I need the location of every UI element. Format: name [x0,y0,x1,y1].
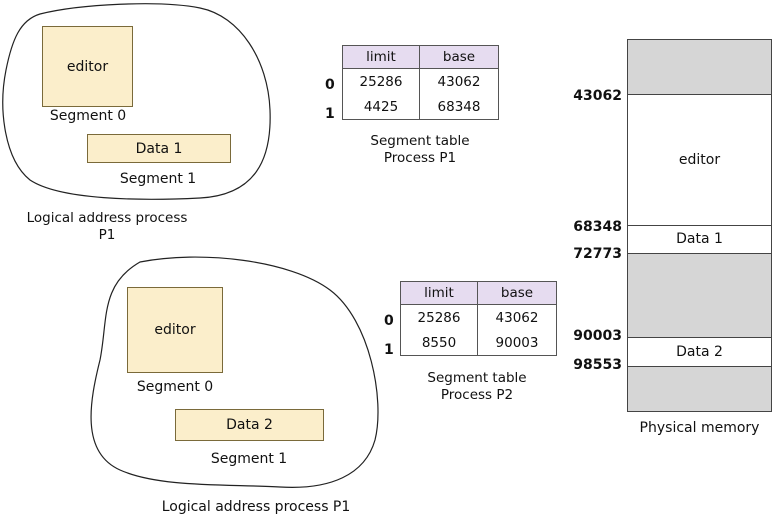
p1-segment1-label: Segment 1 [119,171,197,187]
p2-editor-segment: editor [127,287,223,373]
p2-segment0-label: Segment 0 [136,379,214,395]
p1-caption-line1: Logical address process [26,210,188,226]
memory-data1-label: Data 1 [676,231,723,247]
base-cell: 90003 [477,330,557,356]
p1-caption: Logical address process P1 [0,210,214,244]
base-cell: 43062 [419,68,499,94]
table1-caption-line1: Segment table [370,133,470,149]
table-header-row: limit base [400,281,557,305]
p1-caption-line2: P1 [98,227,116,243]
segment-table-p1: limit base 25286 43062 4425 68348 [342,45,499,120]
memory-segment-editor: editor [628,94,771,225]
p2-data-segment: Data 2 [175,409,324,441]
address-72773: 72773 [573,246,622,262]
p2-caption: Logical address process P1 [161,499,351,515]
free-block [628,366,771,411]
base-header: base [477,281,557,305]
table1-caption-line2: Process P1 [383,150,457,166]
table1-row1-index: 1 [325,106,335,122]
p1-editor-segment: editor [42,26,133,107]
p1-data-segment: Data 1 [87,134,231,163]
table2-caption-line1: Segment table [427,370,527,386]
limit-cell: 25286 [400,304,478,330]
table-row: 25286 43062 [342,68,499,94]
memory-segment-data2: Data 2 [628,337,771,366]
p1-editor-label: editor [66,58,109,75]
base-cell: 68348 [419,94,499,120]
boundary-line [628,225,771,226]
p1-segment0-label: Segment 0 [49,108,127,124]
table2-row0-index: 0 [384,313,394,329]
free-block [628,40,771,94]
table1-row0-index: 0 [325,77,335,93]
boundary-line [628,337,771,338]
boundary-line [628,366,771,367]
p2-data-label: Data 2 [226,417,273,433]
base-cell: 43062 [477,304,557,330]
limit-header: limit [400,281,478,305]
memory-editor-label: editor [678,151,721,168]
segment-table-p2: limit base 25286 43062 8550 90003 [400,281,557,356]
limit-cell: 25286 [342,68,420,94]
address-68348: 68348 [573,219,622,235]
limit-cell: 4425 [342,94,420,120]
address-43062: 43062 [573,88,622,104]
process1-outline [2,3,271,200]
table-row: 25286 43062 [400,304,557,330]
limit-header: limit [342,45,420,69]
address-98553: 98553 [573,357,622,373]
p2-editor-label: editor [154,322,196,338]
memory-segment-data1: Data 1 [628,225,771,253]
physical-memory-caption: Physical memory [639,420,760,436]
boundary-line [628,253,771,254]
table2-caption: Segment table Process P2 [402,370,552,404]
base-header: base [419,45,499,69]
address-90003: 90003 [573,328,622,344]
table-row: 8550 90003 [400,330,557,356]
p2-segment1-label: Segment 1 [210,451,288,467]
table1-caption: Segment table Process P1 [345,133,495,167]
memory-data2-label: Data 2 [676,343,723,360]
physical-memory: editor Data 1 Data 2 [627,39,772,412]
free-block [628,253,771,337]
limit-cell: 8550 [400,330,478,356]
boundary-line [628,94,771,95]
table2-row1-index: 1 [384,342,394,358]
table2-caption-line2: Process P2 [440,387,514,403]
p1-data-label: Data 1 [135,140,183,157]
table-header-row: limit base [342,45,499,69]
process2-outline [90,256,379,488]
table-row: 4425 68348 [342,94,499,120]
